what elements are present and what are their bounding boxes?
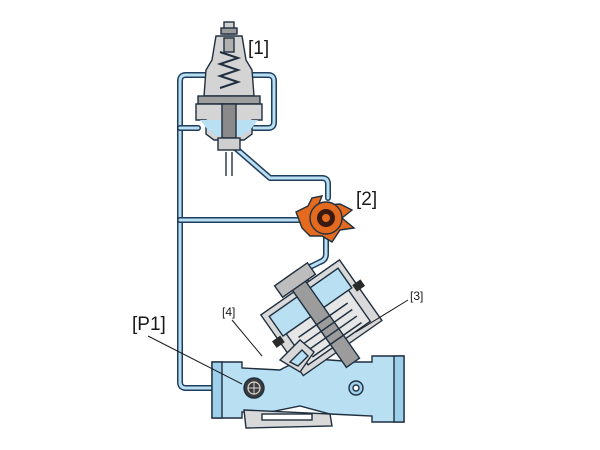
leader-lines: [147, 299, 409, 385]
leader-3: [355, 299, 409, 333]
pilot-diaphragm: [197, 95, 261, 105]
pilot-valve: [195, 21, 263, 176]
label-inlet: [P1]: [132, 314, 166, 335]
label-seat: [4]: [222, 305, 235, 319]
label-pilot: [1]: [248, 38, 269, 59]
pilot-spring: [216, 51, 242, 89]
needle-valve: [295, 195, 356, 243]
screw-cap: [220, 27, 238, 35]
leader-p1: [147, 335, 243, 385]
pilot-tubing: [177, 72, 331, 391]
main-valve-actuator: [259, 258, 383, 377]
label-chamber: [3]: [410, 289, 423, 303]
leader-4: [231, 319, 263, 357]
label-needle-valve: [2]: [356, 189, 377, 210]
main-valve: [211, 258, 405, 429]
